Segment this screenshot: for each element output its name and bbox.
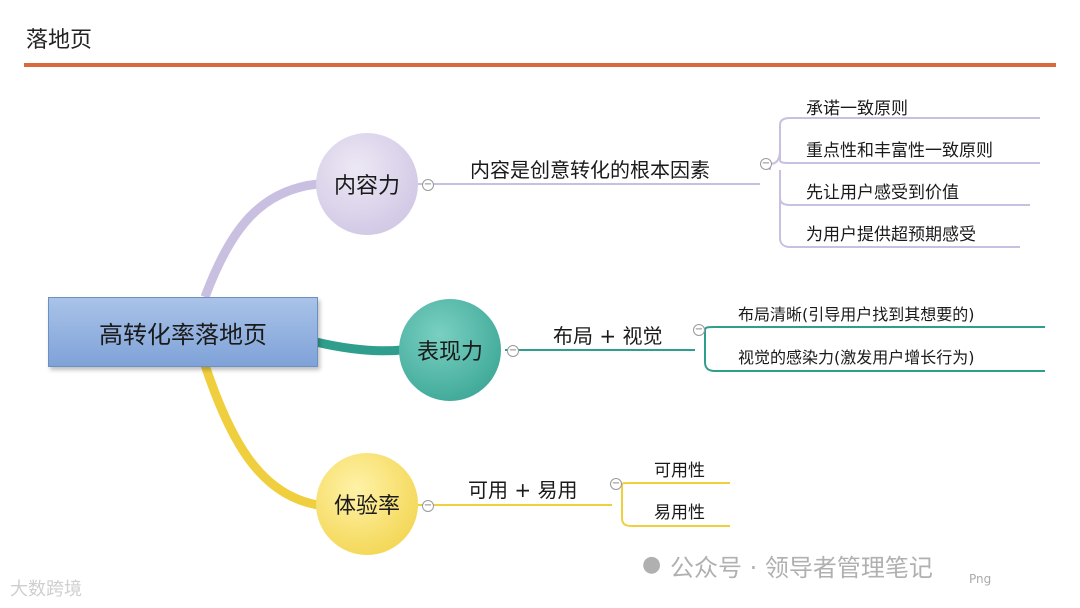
connector-root-branch2 xyxy=(314,337,403,356)
branch1-leaf-2 xyxy=(779,150,1040,164)
branch3-leaf-item[interactable]: 可用性 xyxy=(654,461,705,481)
branch3-subtopic[interactable]: 可用 + 易用 xyxy=(468,478,578,502)
branch1-leaf-item[interactable]: 承诺一致原则 xyxy=(806,99,908,119)
branch-node-content[interactable]: 内容力 xyxy=(316,133,418,235)
collapse-icon[interactable]: − xyxy=(760,158,772,170)
branch2-leaf-item[interactable]: 视觉的感染力(激发用户增长行为) xyxy=(738,348,975,367)
collapse-icon[interactable]: − xyxy=(693,324,705,336)
root-node[interactable]: 高转化率落地页 xyxy=(48,297,318,367)
png-label: Png xyxy=(969,572,992,586)
branch-node-expression[interactable]: 表现力 xyxy=(399,299,501,401)
page-title: 落地页 xyxy=(26,28,93,53)
branch3-leaf-item[interactable]: 易用性 xyxy=(654,503,705,523)
branch2-subtopic[interactable]: 布局 + 视觉 xyxy=(553,324,663,348)
branch1-leaf-item[interactable]: 重点性和丰富性一致原则 xyxy=(806,141,993,161)
branch1-leaf-item[interactable]: 先让用户感受到价值 xyxy=(806,183,959,203)
branch3-leaf-1 xyxy=(621,482,730,485)
collapse-icon[interactable]: − xyxy=(610,478,622,490)
brand-logo: 大数跨境 xyxy=(10,579,82,600)
branch2-leaf-item[interactable]: 布局清晰(引导用户找到其想要的) xyxy=(738,305,975,324)
collapse-icon[interactable]: − xyxy=(507,345,519,357)
connector-root-branch1 xyxy=(200,179,319,299)
branch2-leaf-1 xyxy=(704,326,1045,331)
collapse-icon[interactable]: − xyxy=(422,179,434,191)
connector-root-branch3 xyxy=(200,363,319,510)
watermark-text: 公众号 · 领导者管理笔记 xyxy=(670,554,933,582)
branch2-leaf-2 xyxy=(704,330,1045,372)
branch-node-experience[interactable]: 体验率 xyxy=(316,453,418,555)
collapse-icon[interactable]: − xyxy=(422,500,434,512)
branch1-leaf-bracket xyxy=(769,117,1040,165)
wechat-icon: ● xyxy=(642,552,662,577)
branch1-leaf-item[interactable]: 为用户提供超预期感受 xyxy=(806,225,976,245)
branch3-leaf-2 xyxy=(621,484,730,527)
branch1-subtopic[interactable]: 内容是创意转化的根本因素 xyxy=(470,158,710,182)
branch1-leaf-4 xyxy=(779,198,1020,248)
title-divider xyxy=(24,63,1056,67)
